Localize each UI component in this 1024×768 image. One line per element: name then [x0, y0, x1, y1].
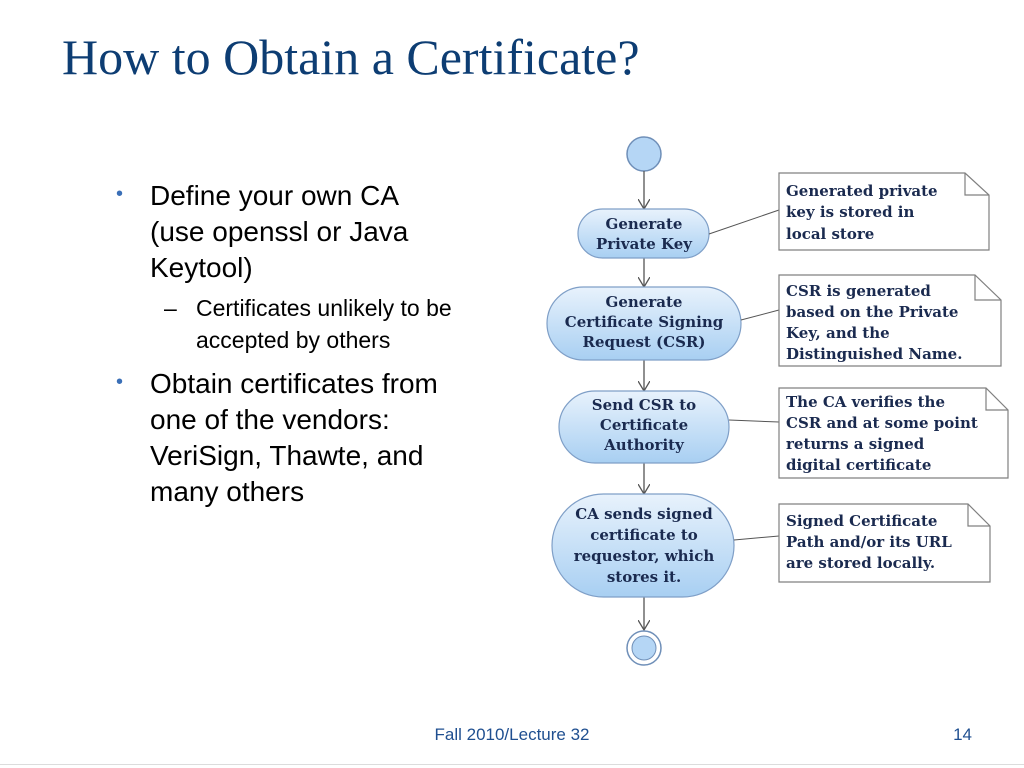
bullet-line: Keytool) — [150, 252, 253, 283]
footer-lecture: Fall 2010/Lecture 32 — [434, 725, 590, 744]
bottom-divider — [0, 764, 1024, 765]
bullet-dot-icon: • — [116, 371, 124, 393]
note-connector — [733, 535, 780, 541]
note-fold-icon — [967, 504, 990, 527]
slide-title: How to Obtain a Certificate? — [62, 29, 640, 85]
bullet-line: many others — [150, 476, 305, 507]
flow-step-generate-csr — [546, 286, 742, 361]
bullet-line: Obtain certificates from — [150, 368, 438, 399]
note-private-key — [778, 172, 990, 251]
page-number: 14 — [953, 725, 972, 744]
sub-bullet-dash-icon: – — [164, 295, 177, 321]
note-connector — [708, 209, 780, 235]
note-ca-verifies — [778, 387, 1009, 479]
flow-step-ca-sends-certificate — [551, 493, 735, 598]
sub-bullet-line: accepted by others — [196, 327, 391, 353]
sub-bullet-item: – Certificates unlikely to be accepted b… — [108, 292, 528, 356]
bullet-line: (use openssl or Java — [150, 216, 409, 247]
sub-bullet-line: Certificates unlikely to be — [196, 295, 452, 321]
start-node-icon — [626, 136, 662, 172]
bullet-list: • Define your own CA (use openssl or Jav… — [108, 178, 528, 510]
note-csr — [778, 274, 1002, 367]
note-fold-icon — [964, 173, 989, 196]
note-fold-icon — [974, 275, 1001, 301]
flow-step-send-csr — [558, 390, 730, 464]
end-node-inner-icon — [631, 635, 657, 661]
bullet-line: one of the vendors: — [150, 404, 390, 435]
bullet-item: • Obtain certificates from one of the ve… — [108, 366, 528, 510]
bullet-line: VeriSign, Thawte, and — [150, 440, 424, 471]
bullet-line: Define your own CA — [150, 180, 400, 211]
note-connector — [728, 419, 780, 423]
note-fold-icon — [985, 388, 1008, 411]
bullet-dot-icon: • — [116, 183, 124, 205]
note-signed-certificate — [778, 503, 991, 583]
note-connector — [740, 309, 780, 321]
bullet-item: • Define your own CA (use openssl or Jav… — [108, 178, 528, 286]
